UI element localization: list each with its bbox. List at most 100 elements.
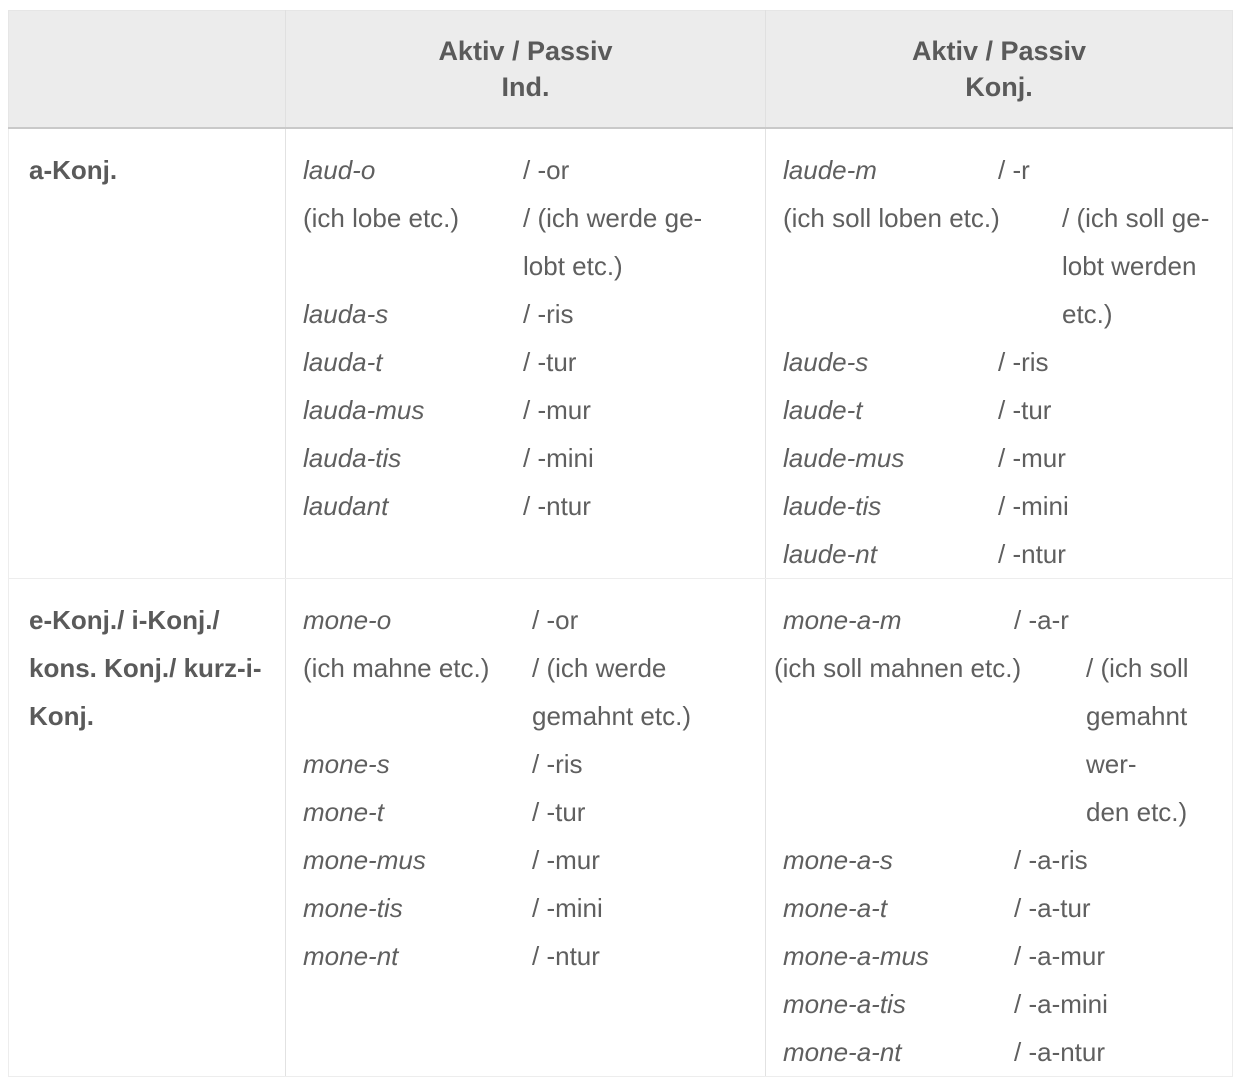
gloss-passive-cont: gemahnt wer- — [1086, 701, 1188, 779]
form-stem: lauda-tis — [303, 443, 402, 473]
header-subjunctive-line1: Aktiv / Passiv — [911, 36, 1087, 66]
form-stem: lauda-mus — [303, 395, 425, 425]
form-stem: mone-a-t — [783, 893, 888, 923]
form-line: mone-s / -ris — [286, 740, 765, 788]
cell-a-konj-indicative: laud-o / -or (ich lobe etc.) / (ich werd… — [285, 128, 766, 579]
form-ending: / -ris — [998, 347, 1049, 377]
gloss-active: (ich soll loben etc.) — [783, 203, 1000, 233]
form-ending: / -a-ris — [1014, 845, 1088, 875]
form-line: laude-t / -tur — [766, 386, 1232, 434]
form-stem: mone-a-nt — [783, 1037, 902, 1067]
form-ending: / -mini — [532, 893, 603, 923]
form-stem: mone-a-tis — [783, 989, 906, 1019]
form-ending: / -mur — [998, 443, 1066, 473]
form-ending: / -mur — [532, 845, 600, 875]
form-line: mone-tis / -mini — [286, 884, 765, 932]
form-line: mone-a-nt / -a-ntur — [766, 1028, 1232, 1076]
header-subjunctive-line2: Konj. — [965, 72, 1033, 102]
form-stem: laude-mus — [783, 443, 905, 473]
forms-a-konj-indicative: laud-o / -or (ich lobe etc.) / (ich werd… — [286, 129, 765, 530]
form-ending: / -or — [532, 605, 579, 635]
form-ending: / -ntur — [523, 491, 591, 521]
form-ending: / -ntur — [532, 941, 600, 971]
form-line: laude-s / -ris — [766, 338, 1232, 386]
table-header: Aktiv / Passiv Ind. Aktiv / Passiv Konj. — [8, 10, 1233, 129]
forms-e-konj-indicative: mone-o / -or (ich mahne etc.) / (ich wer… — [286, 579, 765, 980]
header-indicative-line1: Aktiv / Passiv — [438, 36, 613, 66]
form-line: mone-o / -or — [286, 596, 765, 644]
form-ending: / -ris — [523, 299, 574, 329]
form-stem: mone-nt — [303, 941, 399, 971]
form-ending: / -mini — [523, 443, 594, 473]
form-line: laud-o / -or — [286, 146, 765, 194]
form-line: mone-mus / -mur — [286, 836, 765, 884]
form-stem: laude-nt — [783, 539, 877, 569]
form-stem: mone-a-s — [783, 845, 893, 875]
forms-e-konj-subjunctive: mone-a-m / -a-r (ich soll mahnen etc.) /… — [766, 579, 1232, 1076]
gloss-passive: / (ich soll ge- — [1062, 203, 1210, 233]
gloss-line: (ich lobe etc.) / (ich werde ge- lobt et… — [286, 194, 765, 290]
form-line: laudant / -ntur — [286, 482, 765, 530]
form-stem: mone-a-mus — [783, 941, 929, 971]
gloss-active: (ich soll mahnen etc.) — [774, 653, 1022, 683]
form-line: mone-nt / -ntur — [286, 932, 765, 980]
form-ending: / -r — [998, 155, 1030, 185]
gloss-passive: / (ich soll — [1086, 653, 1189, 683]
forms-a-konj-subjunctive: laude-m / -r (ich soll loben etc.) / (ic… — [766, 129, 1232, 578]
form-ending: / -a-ntur — [1014, 1037, 1106, 1067]
form-line: lauda-t / -tur — [286, 338, 765, 386]
form-stem: mone-s — [303, 749, 390, 779]
form-line: mone-a-tis / -a-mini — [766, 980, 1232, 1028]
gloss-active: (ich lobe etc.) — [303, 203, 460, 233]
gloss-passive-cont: lobt werden etc.) — [1062, 251, 1197, 329]
gloss-passive-cont: gemahnt etc.) — [532, 701, 691, 731]
form-ending: / -or — [523, 155, 570, 185]
form-ending: / -tur — [998, 395, 1052, 425]
form-line: mone-a-m / -a-r — [766, 596, 1232, 644]
gloss-active: (ich mahne etc.) — [303, 653, 490, 683]
header-cell-subjunctive: Aktiv / Passiv Konj. — [765, 10, 1233, 129]
form-stem: laude-s — [783, 347, 869, 377]
row-label-e-konj: e-Konj./ i-Konj./ kons. Konj./ kurz-i-Ko… — [29, 605, 262, 731]
form-ending: / -tur — [532, 797, 586, 827]
form-line: lauda-mus / -mur — [286, 386, 765, 434]
form-stem: laude-t — [783, 395, 863, 425]
header-cell-empty — [8, 10, 286, 129]
form-ending: / -a-r — [1014, 605, 1069, 635]
row-label-a-konj: a-Konj. — [29, 155, 118, 185]
form-stem: mone-mus — [303, 845, 426, 875]
gloss-line: (ich mahne etc.) / (ich werde gemahnt et… — [286, 644, 765, 740]
gloss-passive: / (ich werde ge- — [523, 203, 703, 233]
gloss-line: (ich soll mahnen etc.) / (ich soll gemah… — [766, 644, 1232, 836]
form-stem: mone-o — [303, 605, 392, 635]
form-line: mone-t / -tur — [286, 788, 765, 836]
form-stem: mone-a-m — [783, 605, 902, 635]
form-line: mone-a-t / -a-tur — [766, 884, 1232, 932]
conjugation-table: Aktiv / Passiv Ind. Aktiv / Passiv Konj.… — [8, 10, 1233, 1077]
form-line: mone-a-mus / -a-mur — [766, 932, 1232, 980]
table-row: e-Konj./ i-Konj./ kons. Konj./ kurz-i-Ko… — [8, 578, 1233, 1077]
gloss-passive-cont2: den etc.) — [1086, 797, 1188, 827]
cell-a-konj-subjunctive: laude-m / -r (ich soll loben etc.) / (ic… — [765, 128, 1233, 579]
form-line: laude-nt / -ntur — [766, 530, 1232, 578]
form-ending: / -mur — [523, 395, 591, 425]
row-label-cell-a-konj: a-Konj. — [8, 128, 286, 579]
form-ending: / -a-tur — [1014, 893, 1091, 923]
header-row: Aktiv / Passiv Ind. Aktiv / Passiv Konj. — [8, 10, 1233, 129]
form-line: lauda-s / -ris — [286, 290, 765, 338]
form-stem: laude-tis — [783, 491, 882, 521]
form-ending: / -ntur — [998, 539, 1066, 569]
form-ending: / -tur — [523, 347, 577, 377]
row-label-cell-e-konj: e-Konj./ i-Konj./ kons. Konj./ kurz-i-Ko… — [8, 578, 286, 1077]
form-stem: laude-m — [783, 155, 877, 185]
gloss-passive: / (ich werde — [532, 653, 667, 683]
gloss-passive-cont: lobt etc.) — [523, 251, 623, 281]
form-ending: / -ris — [532, 749, 583, 779]
form-stem: mone-tis — [303, 893, 403, 923]
form-line: lauda-tis / -mini — [286, 434, 765, 482]
form-line: laude-mus / -mur — [766, 434, 1232, 482]
form-line: laude-m / -r — [766, 146, 1232, 194]
cell-e-konj-subjunctive: mone-a-m / -a-r (ich soll mahnen etc.) /… — [765, 578, 1233, 1077]
gloss-line: (ich soll loben etc.) / (ich soll ge- lo… — [766, 194, 1232, 338]
form-stem: laudant — [303, 491, 389, 521]
